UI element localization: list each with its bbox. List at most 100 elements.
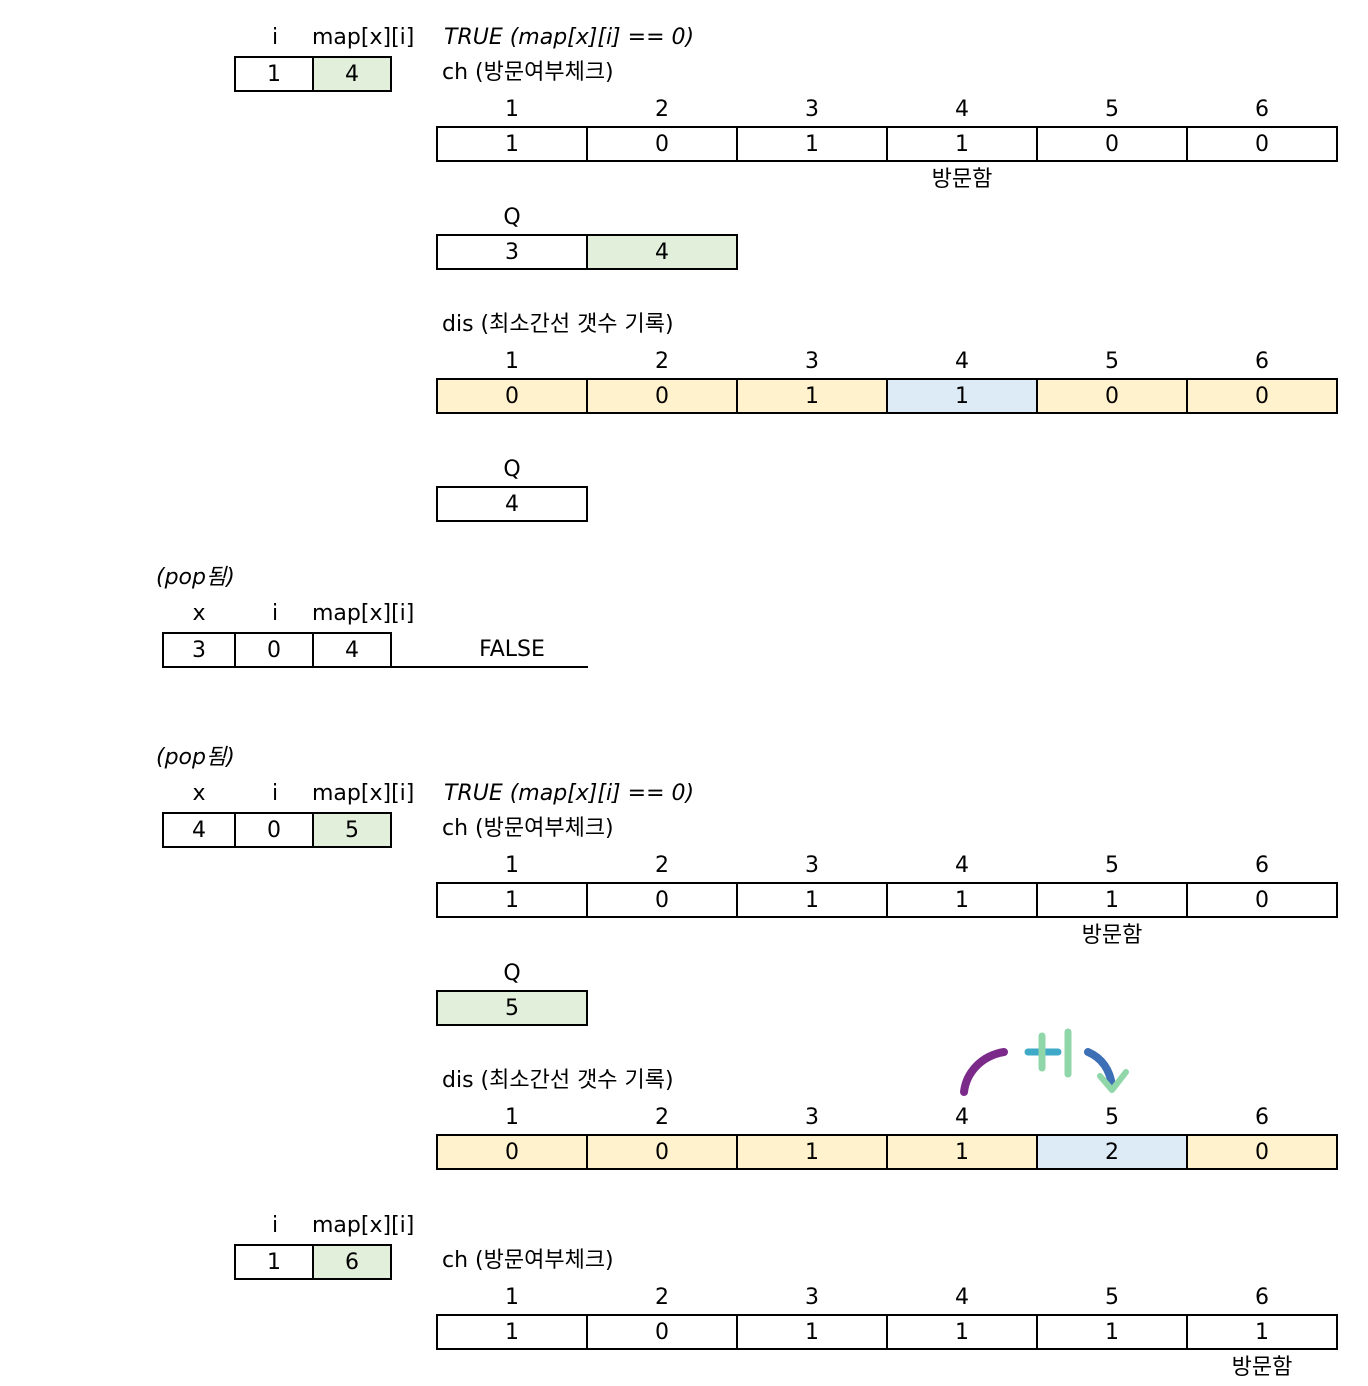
popped-label: (pop됨) xyxy=(156,565,235,590)
dis-label: dis (최소간선 갯수 기록) xyxy=(442,312,674,337)
curve-stroke-right xyxy=(1084,1048,1116,1090)
x-cell: 4 xyxy=(162,812,236,848)
index-4: 4 xyxy=(955,853,969,878)
ch-label: ch (방문여부체크) xyxy=(442,1248,614,1273)
dis-cell-2: 0 xyxy=(586,378,738,414)
ch-cell-1: 1 xyxy=(436,1314,588,1350)
dis-cell-1: 0 xyxy=(436,378,588,414)
dis-cell-1: 0 xyxy=(436,1134,588,1170)
index-2: 2 xyxy=(655,1285,669,1310)
ch-cell-5: 0 xyxy=(1036,126,1188,162)
ch-cell-2: 0 xyxy=(586,126,738,162)
index-1: 1 xyxy=(505,1285,519,1310)
ch-index-header: 1 2 3 4 5 6 xyxy=(437,96,1337,124)
index-5: 5 xyxy=(1105,97,1119,122)
dis-cell-6: 0 xyxy=(1186,378,1338,414)
ch-cell-3: 1 xyxy=(736,882,888,918)
index-1: 1 xyxy=(505,853,519,878)
map-cell: 5 xyxy=(312,812,392,848)
popped-label: (pop됨) xyxy=(156,745,235,770)
dis-index-header: 1 2 3 4 5 6 xyxy=(437,1104,1337,1132)
queue-label: Q xyxy=(503,961,521,986)
index-3: 3 xyxy=(805,97,819,122)
index-6: 6 xyxy=(1255,853,1269,878)
step3-x-i-map-row: 4 0 5 xyxy=(162,812,392,848)
i-cell: 1 xyxy=(234,56,314,92)
ch-cell-6: 0 xyxy=(1186,126,1338,162)
dis-label: dis (최소간선 갯수 기록) xyxy=(442,1068,674,1093)
index-5: 5 xyxy=(1105,853,1119,878)
index-4: 4 xyxy=(955,349,969,374)
visited-note: 방문함 xyxy=(931,167,993,192)
dis-cell-5: 0 xyxy=(1036,378,1188,414)
index-6: 6 xyxy=(1255,349,1269,374)
index-3: 3 xyxy=(805,349,819,374)
curve-stroke-left xyxy=(960,1048,1008,1096)
step1-queue: 3 4 xyxy=(436,234,738,270)
visited-note: 방문함 xyxy=(1231,1355,1293,1380)
dis-cell-2: 0 xyxy=(586,1134,738,1170)
ch-cell-2: 0 xyxy=(586,1314,738,1350)
visited-note: 방문함 xyxy=(1081,923,1143,948)
x-cell: 3 xyxy=(162,632,236,668)
step1-queue-after: 4 xyxy=(436,486,588,522)
map-cell: 4 xyxy=(312,632,392,668)
ch-label: ch (방문여부체크) xyxy=(442,60,614,85)
ch-index-header: 1 2 3 4 5 6 xyxy=(437,852,1337,880)
index-1: 1 xyxy=(505,349,519,374)
ch-cell-4: 1 xyxy=(886,1314,1038,1350)
true-condition: TRUE (map[x][i] == 0) xyxy=(444,781,695,806)
i-header: i xyxy=(271,781,279,806)
index-2: 2 xyxy=(655,853,669,878)
step1-i-map-row: 1 4 xyxy=(234,56,392,92)
index-2: 2 xyxy=(655,1105,669,1130)
map-header: map[x][i] xyxy=(312,601,415,626)
step4-i-map-row: 1 6 xyxy=(234,1244,392,1280)
dis-cell-3: 1 xyxy=(736,1134,888,1170)
step3-ch-array: 1 0 1 1 1 0 xyxy=(436,882,1338,918)
i-cell: 0 xyxy=(234,632,314,668)
index-4: 4 xyxy=(955,97,969,122)
i-header: i xyxy=(271,1213,279,1238)
index-4: 4 xyxy=(955,1105,969,1130)
index-5: 5 xyxy=(1105,1105,1119,1130)
ch-index-header: 1 2 3 4 5 6 xyxy=(437,1284,1337,1312)
index-2: 2 xyxy=(655,97,669,122)
ch-cell-6: 0 xyxy=(1186,882,1338,918)
index-1: 1 xyxy=(505,97,519,122)
ch-cell-2: 0 xyxy=(586,882,738,918)
index-6: 6 xyxy=(1255,1285,1269,1310)
step1-dis-array: 0 0 1 1 0 0 xyxy=(436,378,1338,414)
step1-ch-array: 1 0 1 1 0 0 xyxy=(436,126,1338,162)
x-header: x xyxy=(192,781,206,806)
map-cell: 4 xyxy=(312,56,392,92)
step2-x-i-map-row: 3 0 4 xyxy=(162,632,392,668)
index-3: 3 xyxy=(805,1105,819,1130)
false-result: FALSE xyxy=(479,637,545,662)
i-header: i xyxy=(271,601,279,626)
true-condition: TRUE (map[x][i] == 0) xyxy=(444,25,695,50)
queue-label: Q xyxy=(503,457,521,482)
i-cell: 1 xyxy=(234,1244,314,1280)
ch-cell-5: 1 xyxy=(1036,882,1188,918)
queue-cell-1: 5 xyxy=(436,990,588,1026)
map-header: map[x][i] xyxy=(312,25,415,50)
ch-cell-3: 1 xyxy=(736,126,888,162)
queue-cell-1: 3 xyxy=(436,234,588,270)
step4-ch-array: 1 0 1 1 1 1 xyxy=(436,1314,1338,1350)
ch-cell-5: 1 xyxy=(1036,1314,1188,1350)
ch-cell-3: 1 xyxy=(736,1314,888,1350)
map-header: map[x][i] xyxy=(312,781,415,806)
ch-cell-4: 1 xyxy=(886,882,1038,918)
dis-cell-4: 1 xyxy=(886,1134,1038,1170)
index-4: 4 xyxy=(955,1285,969,1310)
map-cell: 6 xyxy=(312,1244,392,1280)
index-6: 6 xyxy=(1255,97,1269,122)
i-header: i xyxy=(271,25,279,50)
dis-cell-6: 0 xyxy=(1186,1134,1338,1170)
i-cell: 0 xyxy=(234,812,314,848)
map-header: map[x][i] xyxy=(312,1213,415,1238)
index-6: 6 xyxy=(1255,1105,1269,1130)
index-2: 2 xyxy=(655,349,669,374)
ch-cell-1: 1 xyxy=(436,882,588,918)
